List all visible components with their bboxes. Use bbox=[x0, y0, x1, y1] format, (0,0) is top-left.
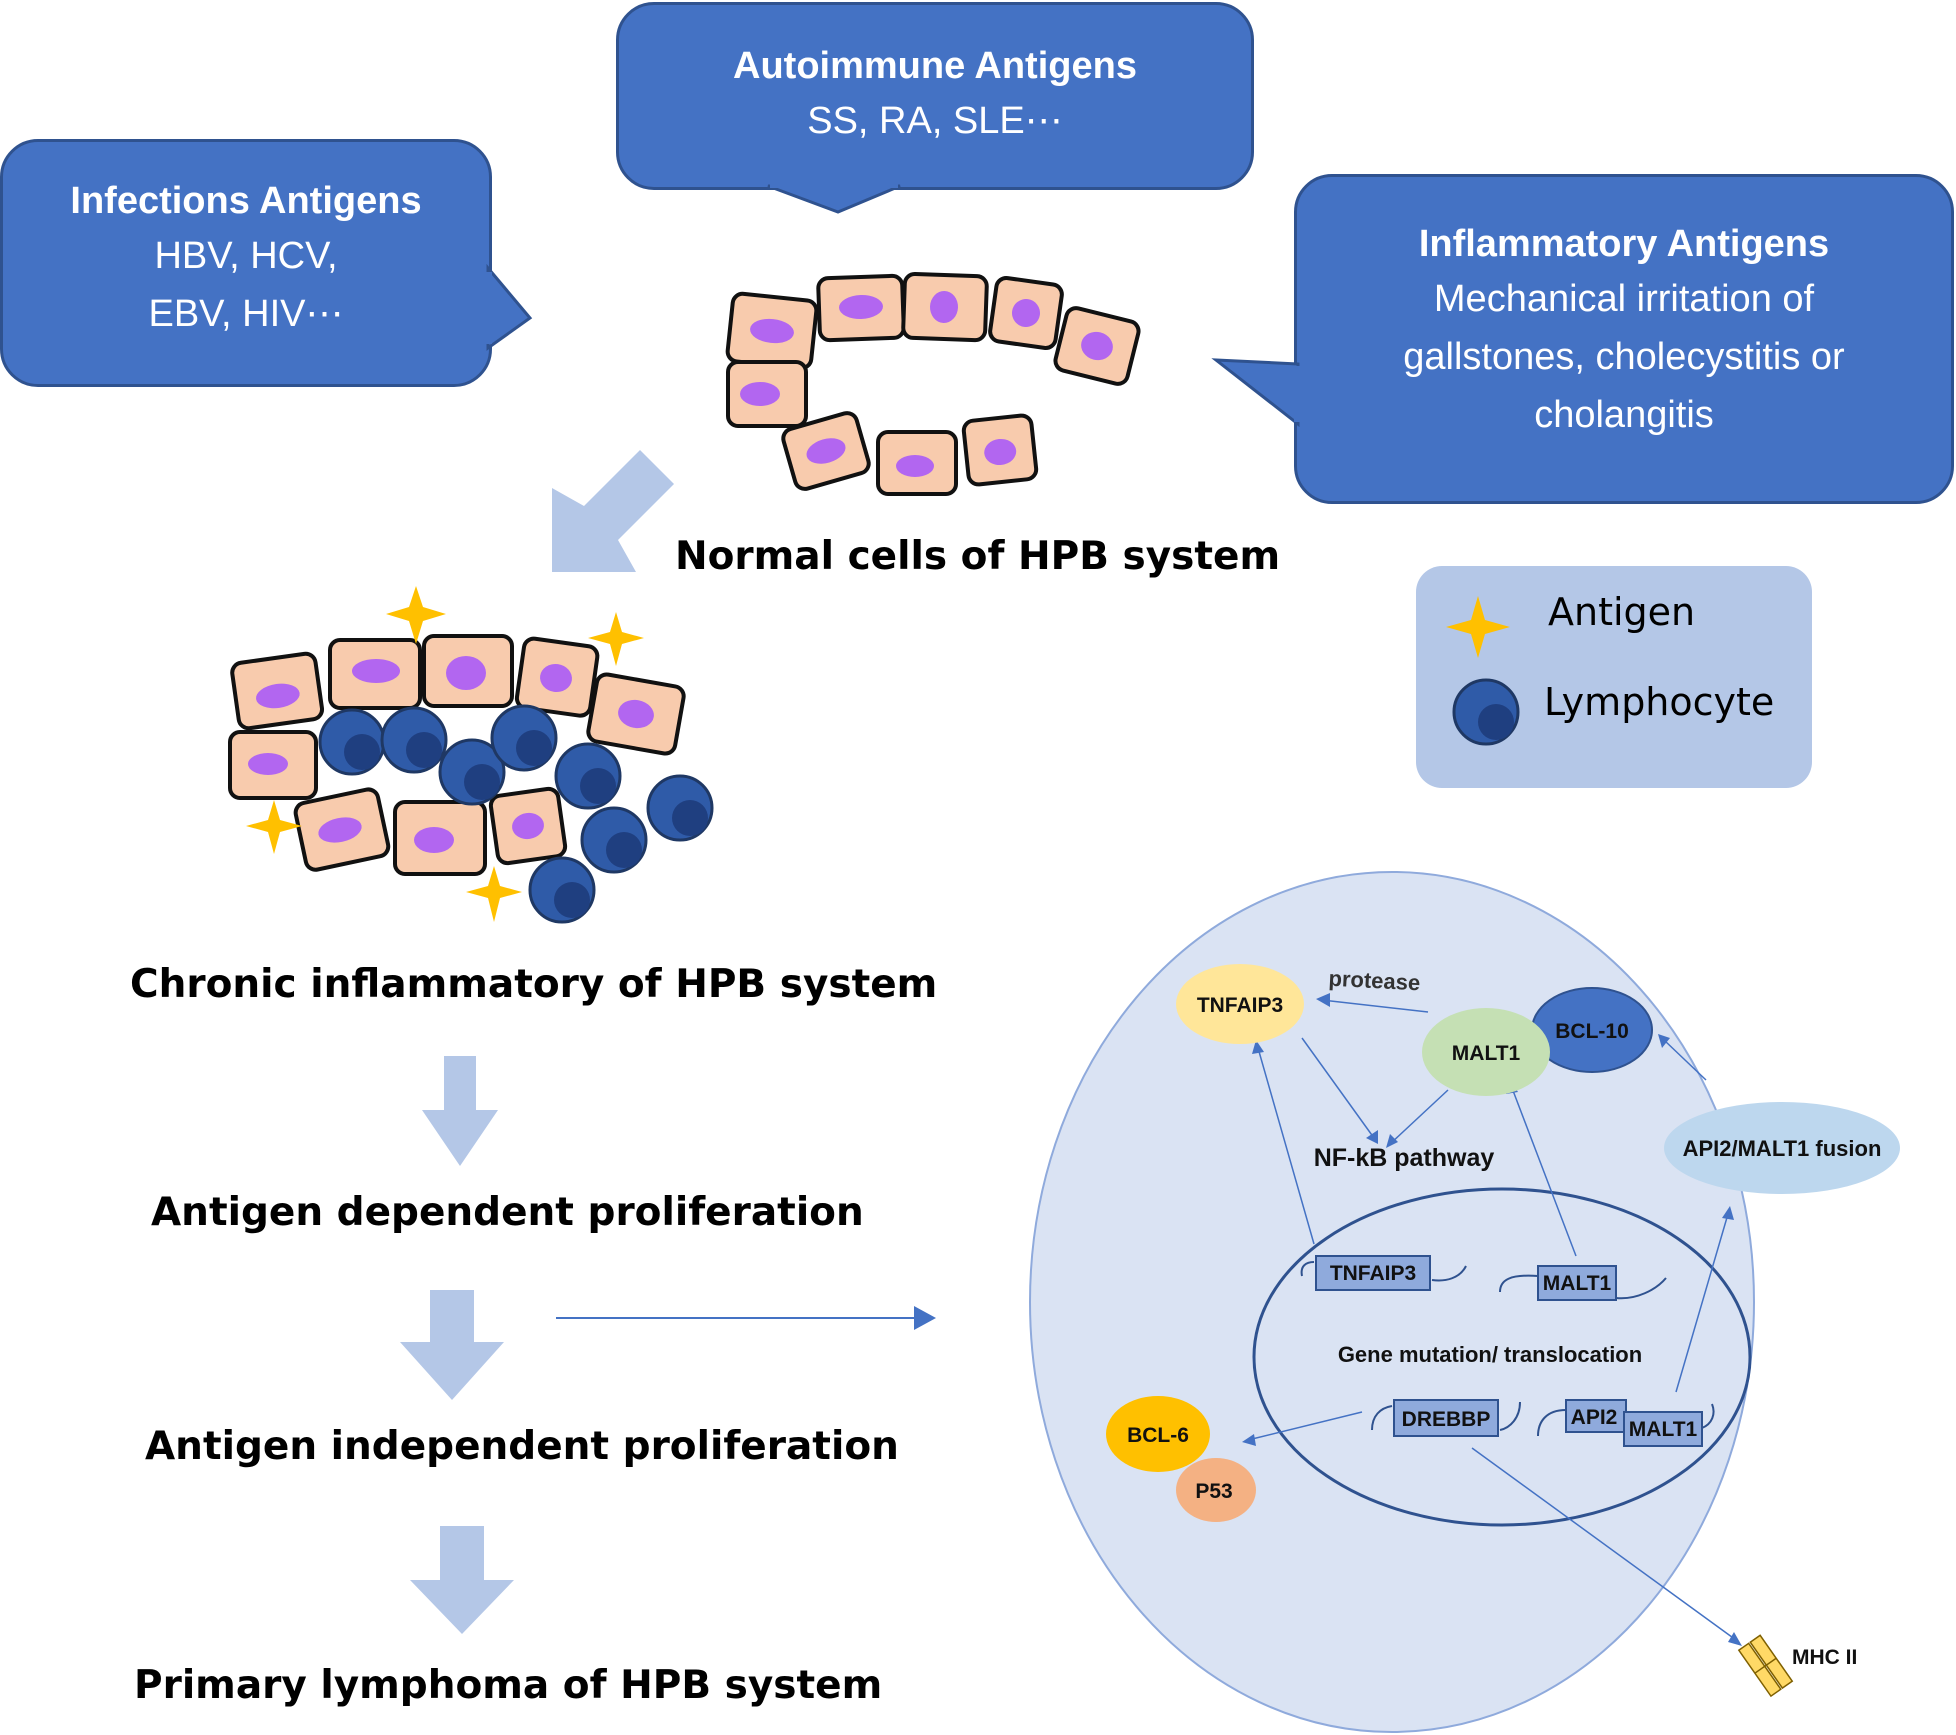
p53-protein bbox=[1176, 1458, 1256, 1522]
antigen-star bbox=[386, 586, 446, 644]
gene-malt1-b bbox=[1623, 1411, 1703, 1447]
lymphocyte-cell bbox=[438, 738, 506, 806]
lymphocyte-cell bbox=[646, 774, 714, 842]
tnfaip3-protein-label: TNFAIP3 bbox=[1197, 994, 1283, 1017]
antigen-legend-icon bbox=[1446, 596, 1510, 658]
infections-antigens-bubble: Infections Antigens HBV, HCV, EBV, HIV⋯ bbox=[0, 139, 492, 387]
gene-mutation-label: Gene mutation/ translocation bbox=[1338, 1342, 1642, 1367]
infections-antigens-title: Infections Antigens bbox=[70, 180, 422, 222]
gene-malt1-label: MALT1 bbox=[1543, 1272, 1612, 1295]
normal-cells-cluster bbox=[725, 271, 1141, 496]
inflammatory-antigens-bubble: Inflammatory Antigens Mechanical irritat… bbox=[1294, 174, 1954, 504]
legend-icons bbox=[1446, 596, 1520, 746]
down-arrow-3 bbox=[410, 1526, 514, 1634]
lymphoma-cell bbox=[1029, 871, 1755, 1733]
p53-label: P53 bbox=[1195, 1480, 1232, 1503]
antigens bbox=[246, 586, 644, 922]
antigen-star bbox=[246, 800, 302, 854]
gene-malt1-b-label: MALT1 bbox=[1629, 1418, 1698, 1441]
malt1-protein bbox=[1422, 1008, 1550, 1096]
legend: Antigen Lymphocyte bbox=[1416, 566, 1812, 788]
legend-antigen-label: Antigen bbox=[1548, 590, 1696, 634]
inflammatory-antigens-line1: Mechanical irritation of bbox=[1433, 278, 1815, 320]
malt1-label: MALT1 bbox=[1452, 1042, 1521, 1065]
antigen-star bbox=[466, 866, 522, 922]
nfkb-pathway-label: NF-kB pathway bbox=[1314, 1144, 1495, 1172]
lymphocyte-legend-icon bbox=[1452, 678, 1520, 746]
chronic-cells-cluster bbox=[228, 634, 686, 876]
gene-tnfaip3-label: TNFAIP3 bbox=[1330, 1262, 1416, 1285]
gene-api2-label: API2 bbox=[1571, 1406, 1618, 1429]
infections-bubble-tail bbox=[486, 263, 533, 351]
inflammatory-antigens-line3: cholangitis bbox=[1534, 394, 1714, 436]
chronic-inflammatory-label: Chronic inflammatory of HPB system bbox=[130, 962, 938, 1007]
antigen-star bbox=[588, 612, 644, 666]
mhc2-label: MHC II bbox=[1792, 1646, 1857, 1669]
lymphocyte-cell bbox=[380, 706, 448, 774]
autoimmune-antigens-bubble: Autoimmune Antigens SS, RA, SLE⋯ bbox=[616, 2, 1254, 190]
lymphocytes bbox=[318, 704, 714, 924]
normal-cells-label: Normal cells of HPB system bbox=[675, 534, 1281, 579]
gene-tnfaip3 bbox=[1315, 1255, 1431, 1291]
tnfaip3-protein bbox=[1176, 964, 1304, 1044]
inflammatory-antigens-line2: gallstones, cholecystitis or bbox=[1403, 336, 1845, 378]
nucleus bbox=[1252, 1187, 1752, 1527]
infections-antigens-line2: EBV, HIV⋯ bbox=[148, 293, 344, 335]
gene-drebbp-label: DREBBP bbox=[1402, 1408, 1491, 1431]
lymphocyte-cell bbox=[318, 708, 386, 776]
down-arrow-1 bbox=[422, 1056, 498, 1166]
antigen-dependent-label: Antigen dependent proliferation bbox=[151, 1190, 864, 1235]
gene-drebbp bbox=[1393, 1399, 1499, 1437]
primary-lymphoma-label: Primary lymphoma of HPB system bbox=[134, 1663, 883, 1708]
pathway-arrows bbox=[1247, 999, 1737, 1641]
bcl10-label: BCL-10 bbox=[1555, 1020, 1629, 1043]
bcl6-protein bbox=[1106, 1396, 1210, 1472]
lymphocyte-cell bbox=[490, 704, 558, 772]
api2-malt1-fusion bbox=[1664, 1102, 1900, 1194]
lymphocyte-cell bbox=[580, 806, 648, 874]
mhc2-receptor bbox=[1737, 1634, 1794, 1698]
autoimmune-bubble-tail bbox=[767, 184, 901, 214]
inflammatory-antigens-title: Inflammatory Antigens bbox=[1418, 223, 1830, 265]
diagonal-arrow bbox=[552, 450, 674, 572]
autoimmune-antigens-title: Autoimmune Antigens bbox=[733, 45, 1137, 87]
api2-malt1-fusion-label: API2/MALT1 fusion bbox=[1683, 1136, 1882, 1161]
down-arrow-2 bbox=[400, 1290, 504, 1400]
inflammatory-bubble-tail bbox=[1211, 358, 1300, 428]
autoimmune-antigens-line1: SS, RA, SLE⋯ bbox=[807, 100, 1063, 142]
antigen-independent-label: Antigen independent proliferation bbox=[145, 1424, 899, 1469]
lymphocyte-cell bbox=[554, 742, 622, 810]
protease-label: protease bbox=[1328, 966, 1421, 996]
bcl6-label: BCL-6 bbox=[1127, 1424, 1189, 1447]
gene-malt1 bbox=[1537, 1265, 1617, 1301]
legend-lymphocyte-label: Lymphocyte bbox=[1544, 680, 1775, 724]
infections-antigens-line1: HBV, HCV, bbox=[154, 235, 338, 277]
lymphocyte-cell bbox=[528, 856, 596, 924]
